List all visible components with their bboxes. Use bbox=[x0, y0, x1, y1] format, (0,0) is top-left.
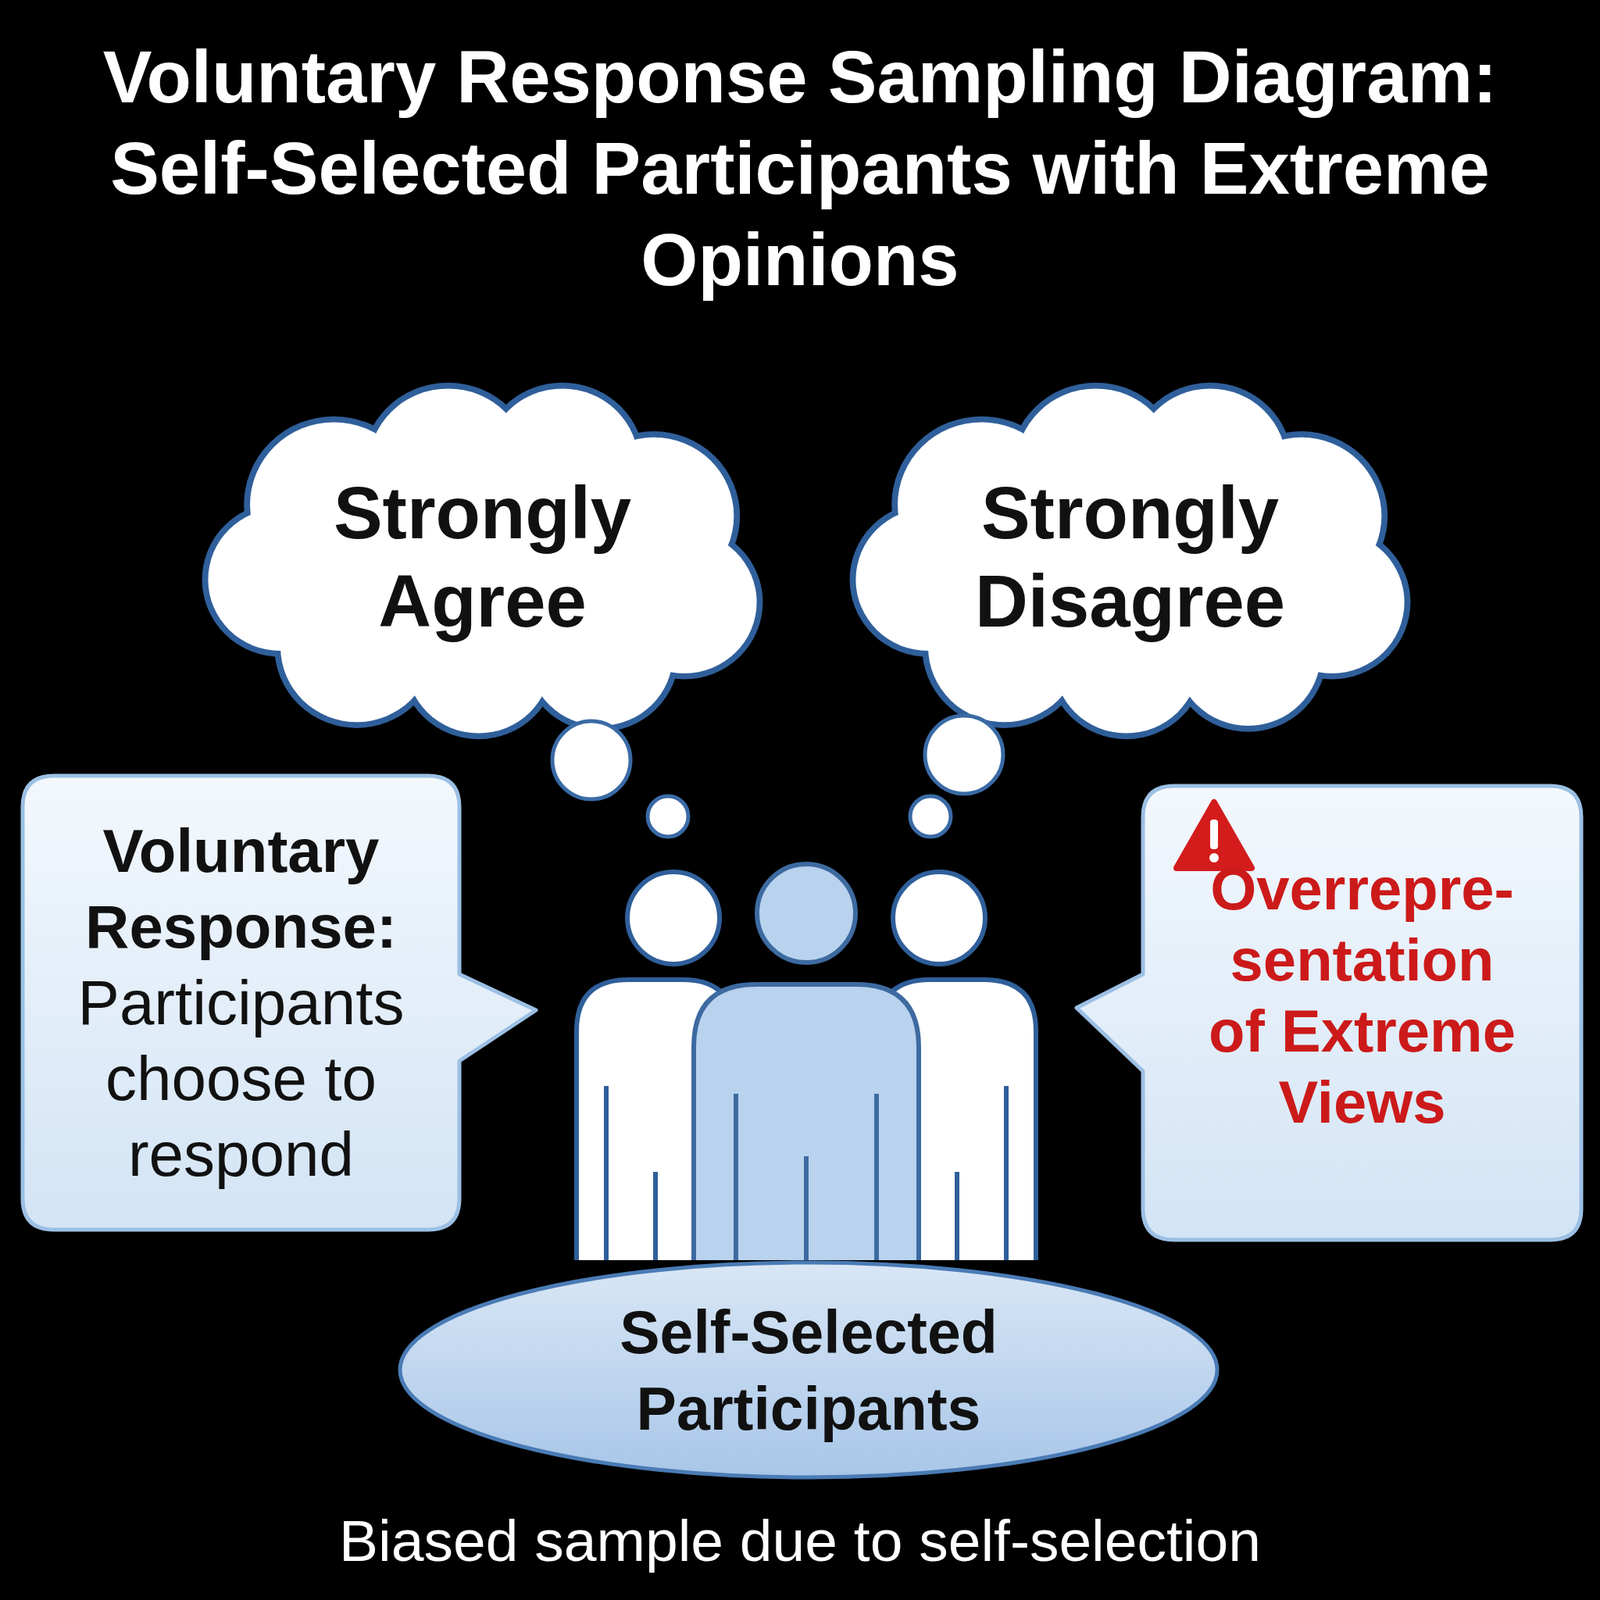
person-right bbox=[878, 871, 1036, 1261]
warning-callout: Overrepre-sentation of Extreme Views bbox=[1142, 785, 1582, 1240]
node-label: Overrepre-sentation of Extreme Views bbox=[1201, 853, 1524, 1138]
node-content: Overrepre-sentation of Extreme Views bbox=[1142, 785, 1582, 1240]
node-content: Voluntary Response:Participants choose t… bbox=[22, 775, 460, 1230]
node-body: Participants choose to respond bbox=[57, 964, 425, 1193]
node-label: Strongly Disagree bbox=[911, 468, 1350, 646]
thought-bubble bbox=[925, 715, 1004, 794]
thought-cloud: Strongly Agree bbox=[189, 377, 776, 745]
thought-bubbles bbox=[552, 715, 1004, 837]
thought-bubble bbox=[552, 721, 631, 800]
person-left bbox=[576, 871, 735, 1261]
node-content: Strongly Agree bbox=[189, 377, 776, 745]
person-middle bbox=[693, 864, 919, 1261]
thought-bubble bbox=[910, 796, 951, 837]
thought-bubble bbox=[647, 796, 689, 837]
diagram-title: Voluntary Response Sampling Diagram: Sel… bbox=[57, 31, 1543, 306]
callout-box: Voluntary Response:Participants choose t… bbox=[22, 775, 460, 1230]
diagram-caption: Biased sample due to self-selection bbox=[0, 1505, 1600, 1576]
node-label: Voluntary Response: bbox=[57, 813, 425, 965]
node-label: Strongly Agree bbox=[279, 468, 686, 646]
node-content: Self-Selected Participants bbox=[397, 1260, 1220, 1480]
thought-cloud: Strongly Disagree bbox=[836, 377, 1424, 745]
sample-ellipse: Self-Selected Participants bbox=[397, 1260, 1220, 1480]
node-label: Self-Selected Participants bbox=[558, 1293, 1059, 1447]
node-content: Strongly Disagree bbox=[836, 377, 1424, 745]
sample-ellipse-outline bbox=[397, 1260, 1220, 1480]
